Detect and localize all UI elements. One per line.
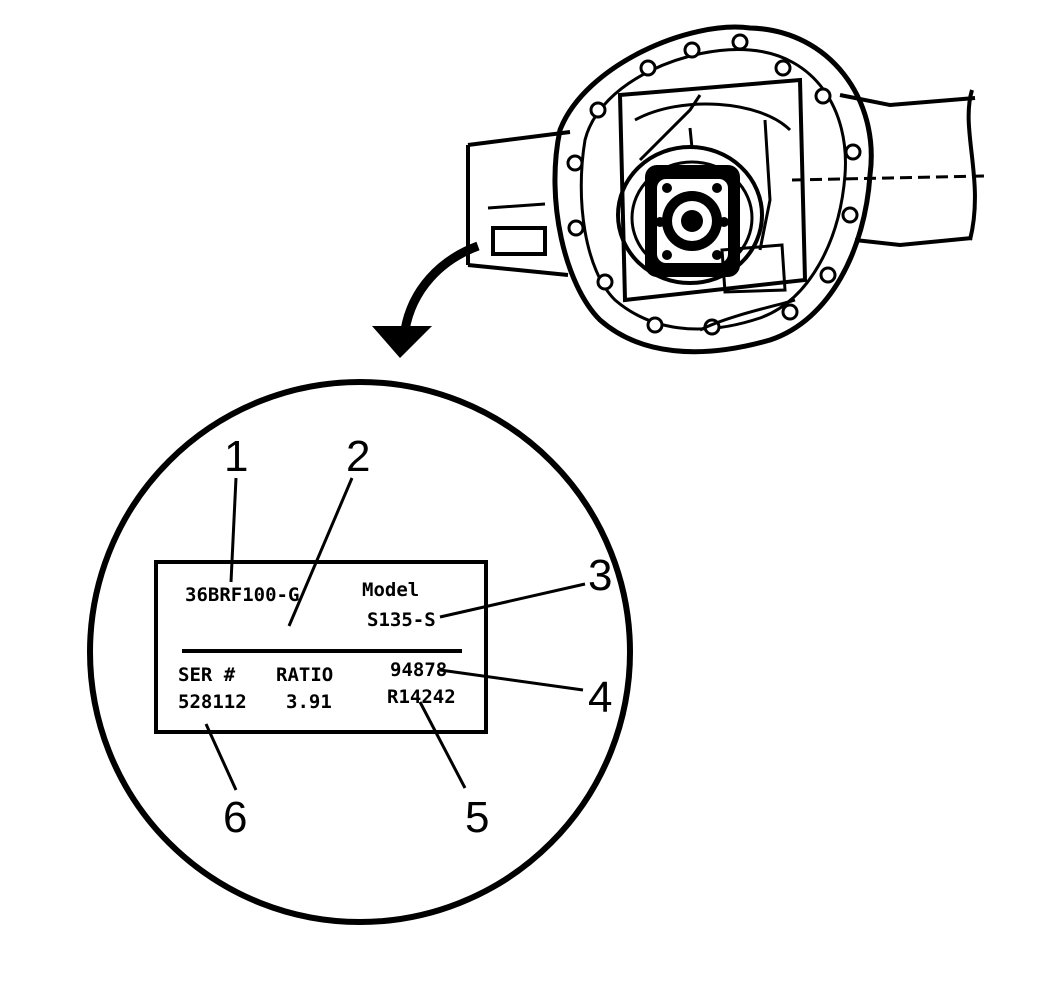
callout-2: 2 xyxy=(346,432,370,481)
plate-ratio-label: RATIO xyxy=(276,664,333,686)
callout-1: 1 xyxy=(224,432,248,481)
callout-numbers: 1 2 3 4 5 6 xyxy=(223,432,612,842)
differential-center xyxy=(645,165,740,277)
plate-ser-label: SER # xyxy=(178,664,236,686)
cover-bolt-holes xyxy=(566,33,862,336)
callout-3: 3 xyxy=(588,551,612,600)
plate-code-top: 94878 xyxy=(390,659,447,681)
plate-model-label: Model xyxy=(362,579,419,601)
plate-code-bottom: R14242 xyxy=(387,686,456,708)
plate-part-number: 36BRF100-G xyxy=(185,584,299,606)
magnified-view-circle xyxy=(87,379,633,925)
leader-lines xyxy=(204,477,586,791)
callout-6: 6 xyxy=(223,793,247,842)
housing-id-tag xyxy=(491,226,547,256)
callout-5: 5 xyxy=(465,793,489,842)
zoom-arrow xyxy=(372,241,480,358)
plate-ser-value: 528112 xyxy=(178,691,247,713)
plate-model-value: S135-S xyxy=(367,609,436,631)
axle-housing-illustration xyxy=(466,24,986,355)
id-plate: 36BRF100-G Model S135-S SER # 528112 RAT… xyxy=(154,560,488,734)
plate-ratio-value: 3.91 xyxy=(286,691,332,713)
callout-4: 4 xyxy=(588,673,612,722)
